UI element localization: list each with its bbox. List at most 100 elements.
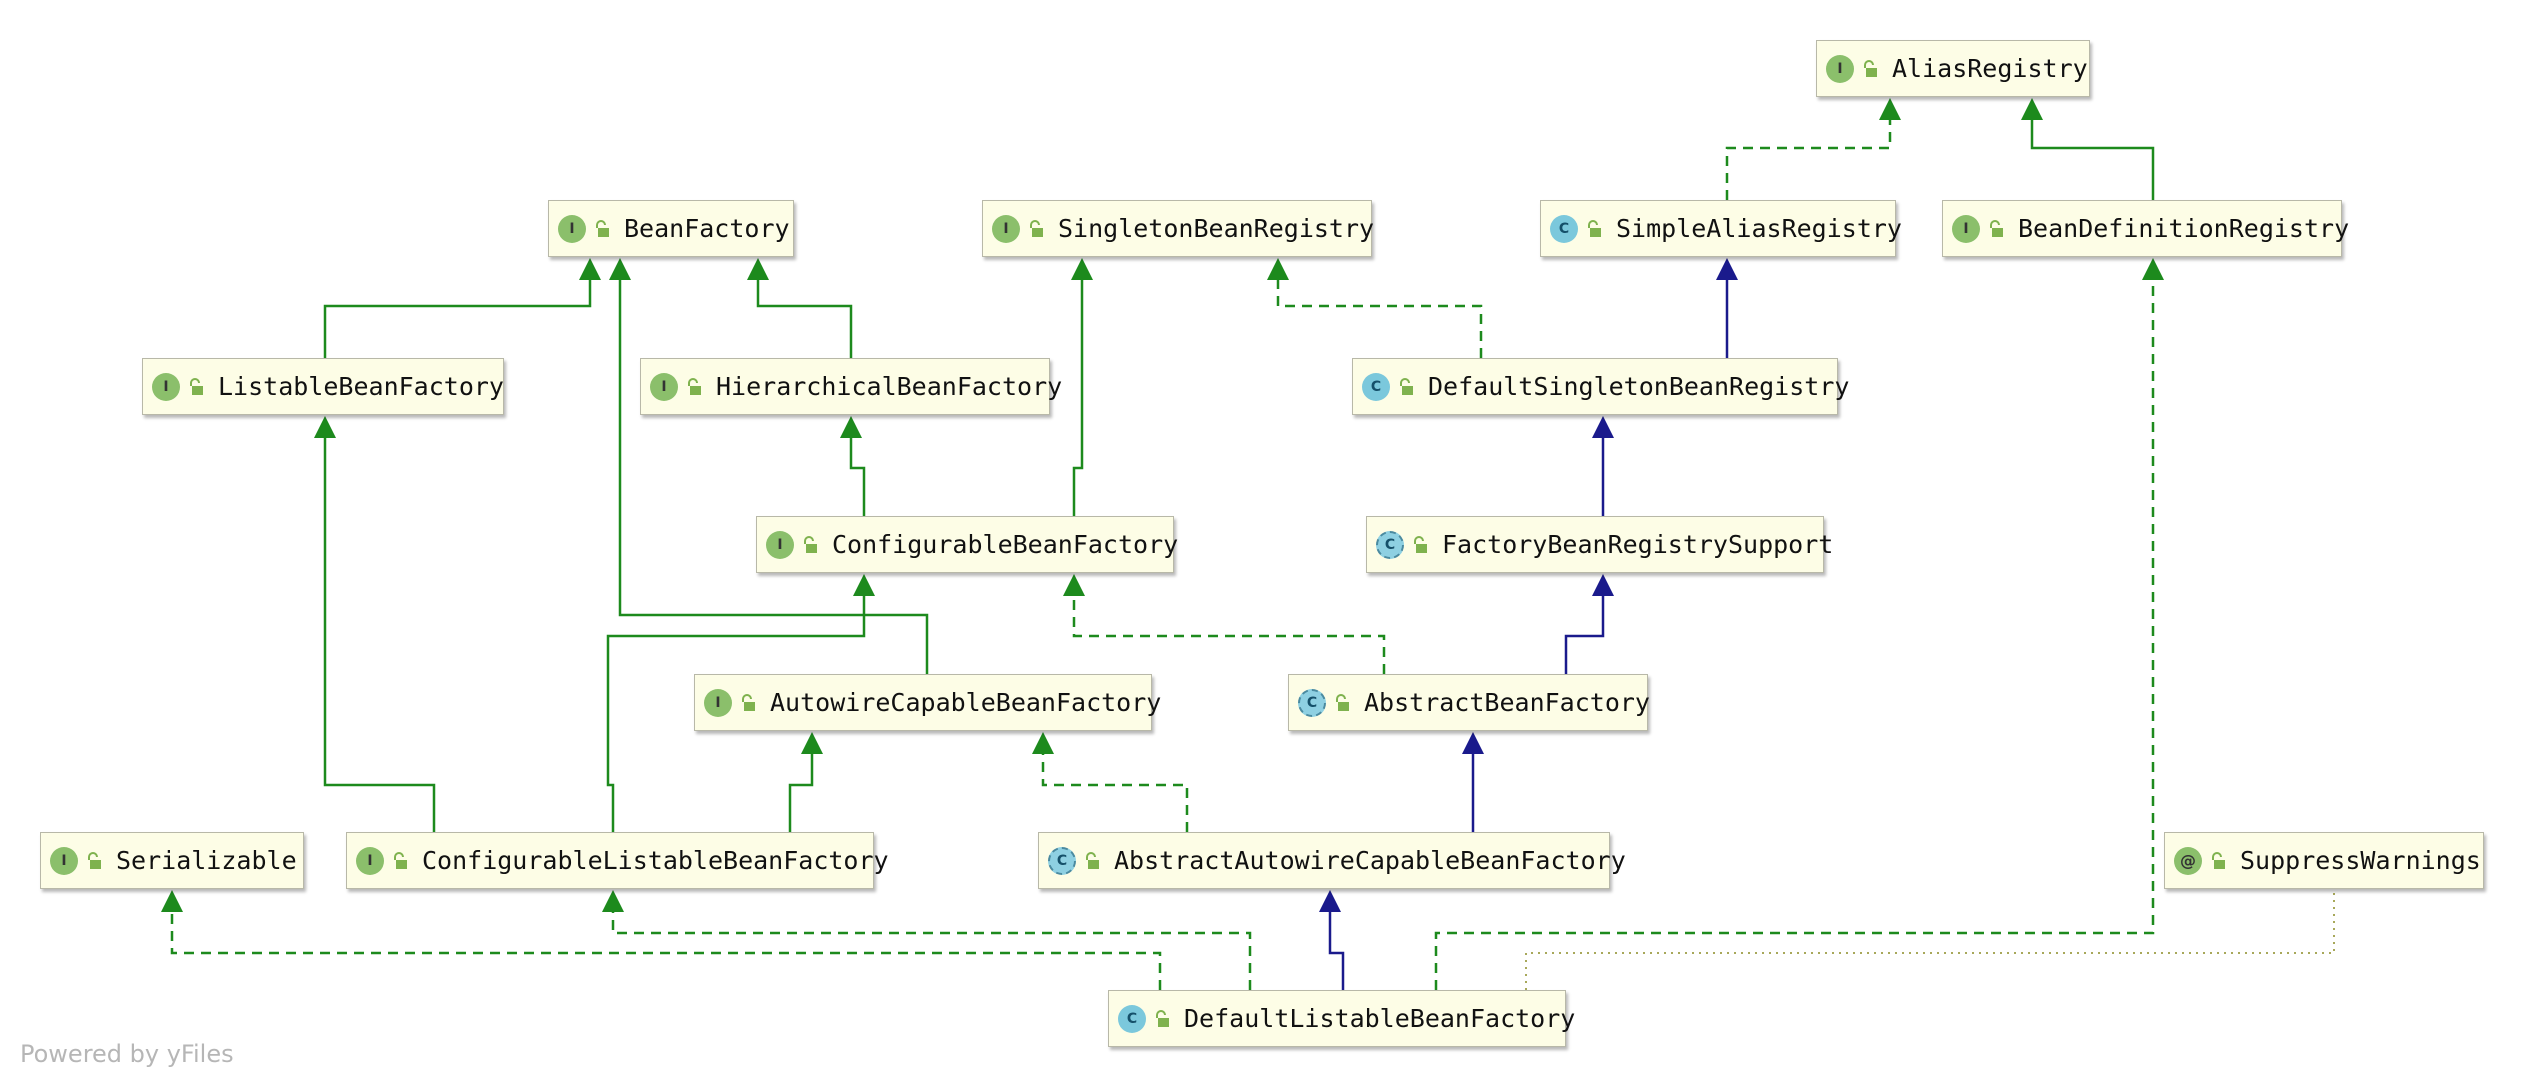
arrowhead-icon [314,416,336,438]
edge-extends-interface [606,574,875,832]
node-abstract-bean-factory[interactable]: C AbstractBeanFactory [1288,674,1650,731]
class-badge-icon: C [1550,214,1578,243]
arrowhead-icon [747,258,769,280]
public-lock-icon [190,377,203,395]
node-default-singleton-bean-registry[interactable]: C DefaultSingletonBeanRegistry [1352,358,1849,415]
edge-line [756,278,853,358]
interface-badge-icon: I [356,846,384,875]
edge-line [323,436,436,832]
edge-extends-interface [840,416,866,516]
node-label: Serializable [116,846,297,875]
abstract-badge-icon: C [1298,688,1326,717]
public-lock-icon [804,535,817,553]
arrowhead-icon [1592,416,1614,438]
node-label: SuppressWarnings [2240,846,2481,875]
interface-badge-icon: I [766,530,794,559]
interface-badge-icon: I [992,214,1020,243]
arrowhead-icon [1462,732,1484,754]
node-serializable[interactable]: I Serializable [40,832,304,889]
edge-line [1041,752,1189,832]
public-lock-icon [394,851,407,869]
public-lock-icon [1030,219,1043,237]
node-label: BeanDefinitionRegistry [2018,214,2350,243]
edge-extends-interface [1071,258,1093,516]
arrowhead-icon [2142,258,2164,280]
edge-extends-class [1716,258,1738,358]
edge-line [1328,910,1345,990]
node-factory-bean-registry-support[interactable]: C FactoryBeanRegistrySupport [1366,516,1833,573]
arrowhead-icon [602,890,624,912]
arrowhead-icon [1063,574,1085,596]
edge-line [849,436,866,516]
node-label: ListableBeanFactory [218,372,504,401]
edge-implements [602,890,1252,990]
node-singleton-bean-registry[interactable]: I SingletonBeanRegistry [982,200,1375,257]
edge-implements [1267,258,1483,358]
abstract-badge-icon: C [1376,530,1404,559]
node-configurable-listable-bean-factory[interactable]: I ConfigurableListableBeanFactory [346,832,889,889]
edge-line [170,910,1162,990]
public-lock-icon [1864,59,1877,77]
abstract-badge-icon: C [1048,846,1076,875]
edge-extends-interface [314,416,436,832]
edge-extends-interface [747,258,853,358]
node-simple-alias-registry[interactable]: C SimpleAliasRegistry [1540,200,1902,257]
node-label: SingletonBeanRegistry [1058,214,1375,243]
public-lock-icon [1086,851,1099,869]
node-label: SimpleAliasRegistry [1616,214,1902,243]
interface-badge-icon: I [50,846,78,875]
arrowhead-icon [1319,890,1341,912]
node-listable-bean-factory[interactable]: I ListableBeanFactory [142,358,504,415]
edge-extends-interface [323,258,601,358]
node-label: BeanFactory [624,214,790,243]
public-lock-icon [1588,219,1601,237]
public-lock-icon [596,219,609,237]
edge-annotated-with [1525,890,2335,990]
arrowhead-icon [161,890,183,912]
public-lock-icon [688,377,701,395]
arrowhead-icon [1716,258,1738,280]
public-lock-icon [1156,1009,1169,1027]
edge-line [1525,890,2335,990]
arrowhead-icon [840,416,862,438]
node-label: FactoryBeanRegistrySupport [1442,530,1834,559]
edge-extends-interface [2021,98,2155,200]
node-suppress-warnings[interactable]: @SuppressWarnings [2164,832,2484,889]
edge-line [323,278,592,358]
node-label: ConfigurableListableBeanFactory [422,846,889,875]
arrowhead-icon [579,258,601,280]
node-label: DefaultSingletonBeanRegistry [1428,372,1850,401]
arrowhead-icon [2021,98,2043,120]
arrowhead-icon [1879,98,1901,120]
edge-line [606,594,866,832]
edge-extends-class [1592,416,1614,516]
edge-line [611,910,1252,990]
arrowhead-icon [1592,574,1614,596]
public-lock-icon [1414,535,1427,553]
edge-extends-class [1462,732,1484,832]
edge-line [1434,278,2155,990]
edge-implements [161,890,1162,990]
interface-badge-icon: I [152,372,180,401]
arrowhead-icon [1071,258,1093,280]
public-lock-icon [742,693,755,711]
edge-line [1276,278,1483,358]
class-badge-icon: C [1362,372,1390,401]
edge-implements [1434,258,2164,990]
edge-line [1072,594,1386,674]
node-label: AbstractBeanFactory [1364,688,1650,717]
edge-extends-interface [788,732,823,832]
edge-line [618,278,929,674]
arrowhead-icon [609,258,631,280]
interface-badge-icon: I [1826,54,1854,83]
